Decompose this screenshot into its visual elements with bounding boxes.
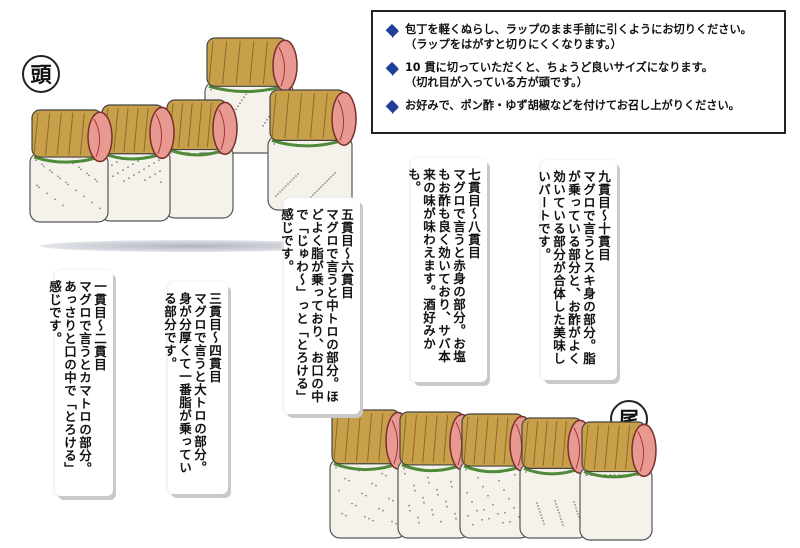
card-title: 三貫目～四貫目 — [207, 292, 222, 383]
card-title: 九貫目～十貫目 — [596, 170, 611, 261]
card-body: マグロで言うとカマトロの部分。あっさりと口の中で「とろける」感じです。 — [47, 280, 92, 475]
card-pieces-3-4: 三貫目～四貫目 マグロで言うと大トロの部分。身が分厚くて一番脂が乗っている部分で… — [162, 282, 228, 494]
instruction-note: （切れ目が入っている方が頭です。） — [405, 76, 588, 89]
instruction-box: 包丁を軽くぬらし、ラップのまま手前に引くようにお切りください。 （ラップをはがす… — [371, 10, 786, 134]
card-title: 一貫目～二貫目 — [92, 280, 107, 371]
card-pieces-5-6: 五貫目～六貫目 マグロで言うと中トロの部分。ほどよく脂が乗っており、お口の中で「… — [279, 198, 360, 414]
instruction-text: お好みで、ポン酢・ゆず胡椒などを付けてお召し上がりください。 — [405, 99, 740, 112]
sushi-piece — [29, 109, 113, 223]
instruction-text: 10 貫に切っていただくと、ちょうど良いサイズになります。 — [405, 61, 713, 74]
card-title: 五貫目～六貫目 — [339, 208, 354, 299]
sushi-piece — [579, 421, 657, 541]
card-body: マグロで言うとスキ身の部分。脂が乗っている部分と、お酢がよく効いている部分が合体… — [536, 170, 596, 365]
instruction-item: 10 貫に切っていただくと、ちょうど良いサイズになります。 （切れ目が入っている… — [384, 60, 774, 90]
instruction-item: お好みで、ポン酢・ゆず胡椒などを付けてお召し上がりください。 — [384, 98, 774, 115]
card-pieces-7-8: 七貫目～八貫目 マグロで言うと赤身の部分。お塩もお酢も良く効いており、サバ本来の… — [406, 158, 487, 382]
sushi-piece — [329, 409, 411, 539]
card-pieces-1-2: 一貫目～二貫目 マグロで言うとカマトロの部分。あっさりと口の中で「とろける」感じ… — [47, 270, 113, 496]
sushi-piece — [267, 89, 357, 211]
card-body: マグロで言うと大トロの部分。身が分厚くて一番脂が乗っている部分です。 — [162, 292, 207, 474]
instruction-item: 包丁を軽くぬらし、ラップのまま手前に引くようにお切りください。 （ラップをはがす… — [384, 22, 774, 52]
sushi-piece — [164, 99, 238, 219]
card-pieces-9-10: 九貫目～十貫目 マグロで言うとスキ身の部分。脂が乗っている部分と、お酢がよく効い… — [536, 160, 617, 380]
shadow — [40, 240, 340, 252]
head-label: 頭 — [22, 55, 60, 93]
card-title: 七貫目～八貫目 — [466, 168, 481, 259]
card-body: マグロで言うと赤身の部分。お塩もお酢も良く効いており、サバ本来の味が味わえます。… — [406, 168, 466, 363]
sushi-piece — [99, 104, 175, 222]
card-body: マグロで言うと中トロの部分。ほどよく脂が乗っており、お口の中で「じゅわ～」っと「… — [279, 208, 339, 403]
instruction-text: 包丁を軽くぬらし、ラップのまま手前に引くようにお切りください。 — [405, 23, 752, 36]
instruction-note: （ラップをはがすと切りにくくなります。） — [405, 38, 622, 51]
